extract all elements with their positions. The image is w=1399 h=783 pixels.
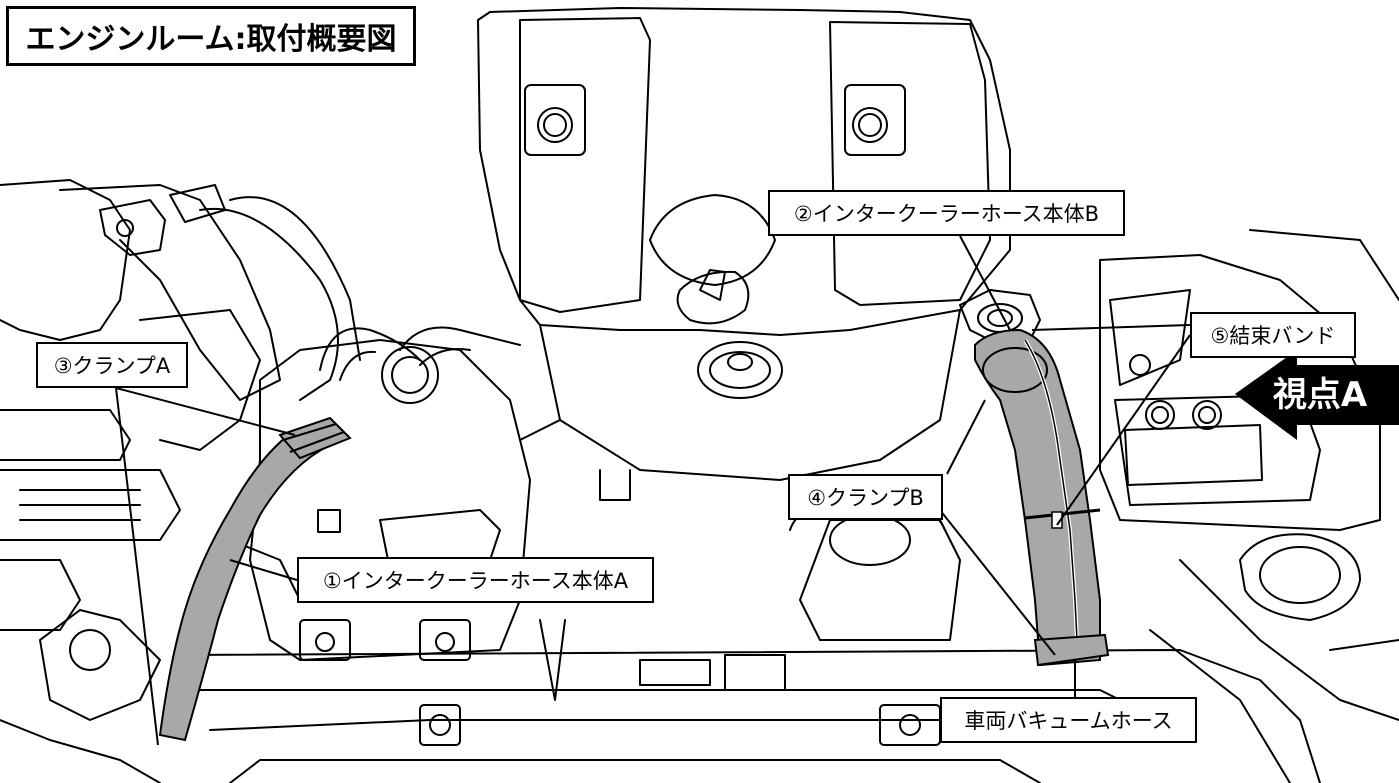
label-intercooler-hose-a: ①インタークーラーホース本体A bbox=[297, 557, 654, 603]
view-a-arrow bbox=[1235, 350, 1399, 440]
label-cable-tie: ⑤結束バンド bbox=[1190, 312, 1356, 358]
leader-lines bbox=[115, 235, 1191, 746]
diagram-title: エンジンルーム:取付概要図 bbox=[6, 6, 416, 66]
label-vehicle-vacuum-hose: 車両バキュームホース bbox=[940, 697, 1197, 743]
engine-cover bbox=[477, 7, 1011, 481]
misc-hoses bbox=[229, 326, 521, 601]
label-clamp-b: ④クランプB bbox=[788, 474, 943, 520]
hose-a bbox=[158, 416, 352, 742]
left-intake bbox=[0, 179, 361, 783]
view-a-label: 視点A bbox=[1272, 374, 1368, 415]
hose-b bbox=[974, 328, 1110, 667]
right-battery-area bbox=[1099, 229, 1399, 783]
label-clamp-a: ③クランプA bbox=[36, 342, 188, 388]
label-intercooler-hose-b: ②インタークーラーホース本体B bbox=[768, 190, 1125, 236]
